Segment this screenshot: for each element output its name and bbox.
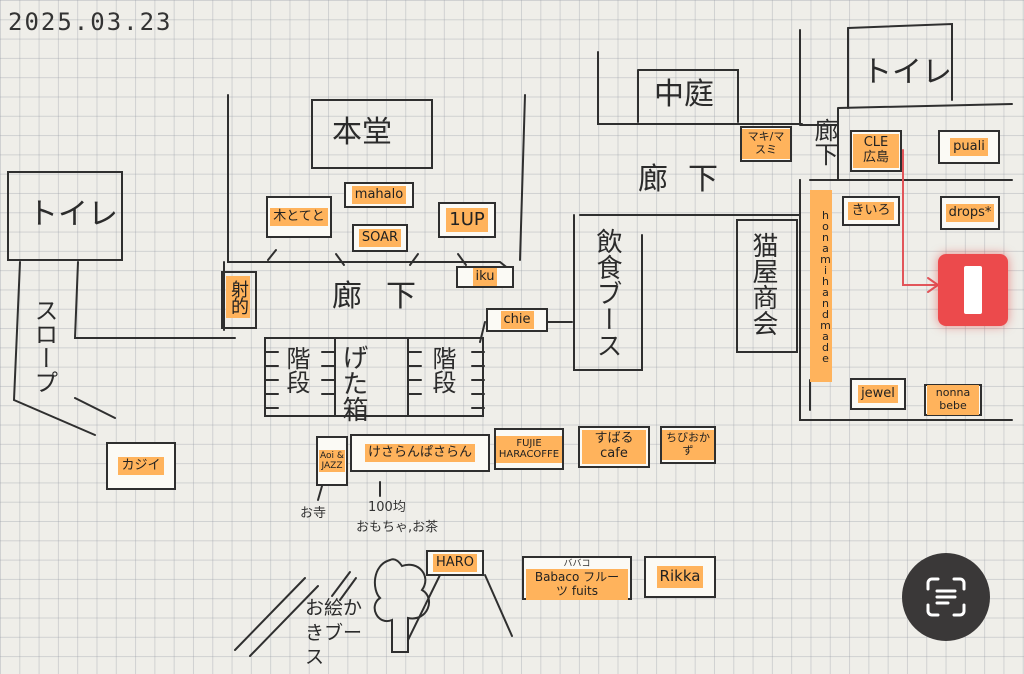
slope-label: スロープ	[30, 298, 58, 394]
shop-drops[interactable]: drops*	[940, 196, 1000, 230]
shop-jewel-label: jewel	[858, 384, 898, 404]
shop-aoi-jazz-label: Aoi & JAZZ	[319, 449, 345, 473]
hondo-label: 本堂	[332, 115, 392, 150]
shop-subaru[interactable]: すばる cafe	[578, 426, 650, 468]
shop-1up[interactable]: 1UP	[438, 202, 496, 238]
shop-drops-label: drops*	[945, 203, 995, 223]
shop-kiiro-label: きいろ	[848, 201, 894, 221]
toilet-right-label: トイレ	[862, 55, 952, 90]
shop-makimasumi[interactable]: マキ/マスミ	[740, 126, 792, 162]
shop-puali[interactable]: puali	[938, 130, 1000, 164]
shop-chie-label: chie	[500, 310, 534, 330]
slope-walls	[12, 261, 236, 436]
shop-kaji[interactable]: カジイ	[106, 442, 176, 490]
shop-nonna[interactable]: nonna bebe	[924, 384, 982, 416]
shop-chibi-label: ちびおかず	[662, 430, 714, 460]
scan-text-button[interactable]	[902, 553, 990, 641]
shop-rikka-label: Rikka	[656, 566, 704, 588]
food-booth-label: 飲食ブース	[592, 228, 622, 358]
note-otera: お寺	[300, 506, 327, 521]
toilet-left-room	[7, 171, 123, 261]
shop-cle-label: CLE 広島	[853, 134, 899, 168]
shop-kesaran[interactable]: けさらんぱさらん	[350, 434, 490, 472]
corridor-top-label: 廊下	[638, 162, 738, 197]
shop-babaco-label: Babaco フルーツ fuits	[526, 568, 628, 601]
note-omocha: おもちゃ,お茶	[356, 520, 439, 535]
shop-soar-label: SOAR	[358, 228, 402, 248]
shop-aoi-jazz[interactable]: Aoi & JAZZ	[316, 436, 348, 486]
pin-bar	[964, 266, 982, 314]
corridor-right-label: 廊下	[810, 118, 838, 166]
shop-jewel[interactable]: jewel	[850, 378, 906, 410]
neko-shokai-label: 猫屋商会	[748, 232, 778, 336]
nakaniwa-label: 中庭	[654, 77, 714, 112]
shop-fujie[interactable]: FUJIE HARACOFFE	[494, 428, 564, 470]
text-scan-icon	[926, 577, 966, 617]
shop-makimasumi-label: マキ/マスミ	[742, 129, 790, 159]
note-100yen: 100均	[368, 500, 406, 515]
shop-mahalo[interactable]: mahalo	[344, 182, 414, 208]
shop-chie[interactable]: chie	[486, 308, 548, 332]
shop-motoreto-label: 木とてと	[270, 207, 328, 227]
shop-motoreto[interactable]: 木とてと	[266, 196, 332, 238]
shop-mahalo-label: mahalo	[351, 185, 407, 205]
shateki-label: 射的	[226, 276, 250, 318]
shop-honami[interactable]: honamihandmade	[810, 190, 832, 382]
date-label: 2025.03.23	[8, 8, 173, 36]
shop-babaco-top: ババコ	[563, 558, 591, 569]
shop-rikka[interactable]: Rikka	[644, 556, 716, 598]
shop-kiiro[interactable]: きいろ	[842, 196, 900, 226]
location-pin-icon[interactable]	[938, 254, 1008, 326]
ekaki-booth-label: お絵かきブース	[305, 597, 363, 669]
shop-soar[interactable]: SOAR	[352, 224, 408, 252]
shop-1up-label: 1UP	[446, 207, 488, 233]
shop-haro[interactable]: HARO	[426, 550, 484, 576]
getabako-label: げた箱	[338, 344, 368, 422]
shop-subaru-label: すばる cafe	[582, 430, 646, 464]
corridor-center-label: 廊下	[332, 279, 440, 314]
toilet-left-label: トイレ	[28, 197, 118, 232]
shop-iku-label: iku	[472, 267, 498, 287]
shop-puali-label: puali	[950, 137, 988, 157]
shop-kaji-label: カジイ	[118, 456, 164, 476]
shop-kesaran-label: けさらんぱさらん	[364, 443, 475, 463]
hondo-room	[311, 99, 433, 169]
stairs-right-label: 階段	[428, 346, 456, 394]
stairs-block	[264, 337, 484, 417]
shop-haro-label: HARO	[433, 553, 477, 573]
shop-babaco[interactable]: ババコ Babaco フルーツ fuits	[522, 556, 632, 601]
shop-fujie-label: FUJIE HARACOFFE	[495, 435, 563, 463]
shop-iku[interactable]: iku	[456, 266, 514, 288]
shop-nonna-label: nonna bebe	[927, 385, 979, 415]
shop-cle[interactable]: CLE 広島	[850, 130, 902, 172]
stairs-left-label: 階段	[282, 346, 310, 394]
shop-chibi[interactable]: ちびおかず	[660, 426, 716, 464]
